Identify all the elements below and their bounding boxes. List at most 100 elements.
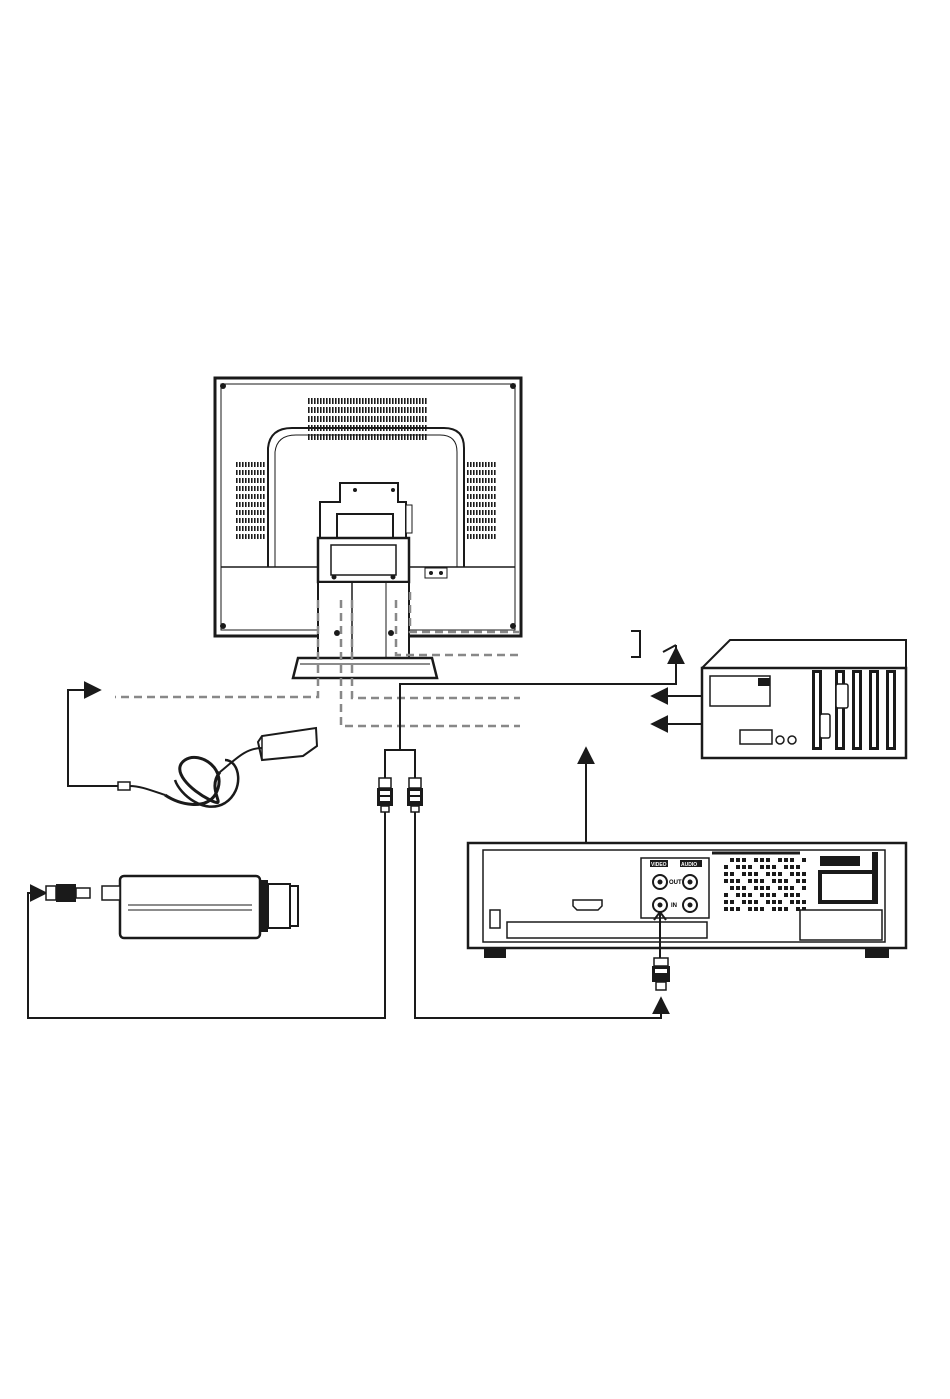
circuit-component (772, 900, 776, 904)
vent-slot (311, 425, 313, 431)
vent-slot (380, 407, 382, 413)
vent-slot (317, 407, 319, 413)
circuit-component (730, 900, 734, 904)
vent-slot (239, 470, 241, 475)
circuit-component (766, 865, 770, 869)
vent-slot (317, 425, 319, 431)
vent-slot (416, 416, 418, 422)
vent-slot (245, 526, 247, 531)
circuit-component (742, 900, 746, 904)
vent-slot (416, 407, 418, 413)
vent-slot (347, 434, 349, 440)
vent-slot (470, 518, 472, 523)
vent-slot (317, 434, 319, 440)
vent-slot (485, 534, 487, 539)
vent-slot (263, 518, 265, 523)
vcr-in-label: IN (671, 903, 677, 909)
vent-slot (257, 502, 259, 507)
circuit-component (724, 893, 728, 897)
circuit-component (778, 879, 782, 883)
vent-slot (320, 407, 322, 413)
vent-slot (419, 398, 421, 404)
vent-slot (323, 398, 325, 404)
vent-slot (476, 518, 478, 523)
vent-slot (248, 510, 250, 515)
vent-slot (494, 494, 496, 499)
vent-slot (413, 407, 415, 413)
vent-slot (491, 486, 493, 491)
vent-slot (473, 470, 475, 475)
circuit-component (784, 865, 788, 869)
vent-slot (338, 425, 340, 431)
vent-slot (416, 434, 418, 440)
circuit-component (724, 865, 728, 869)
vent-slot (413, 416, 415, 422)
vent-slot (383, 398, 385, 404)
vent-slot (404, 416, 406, 422)
circuit-component (802, 872, 806, 876)
vent-slot (353, 425, 355, 431)
vent-slot (314, 434, 316, 440)
vent-slot (422, 425, 424, 431)
vent-slot (320, 434, 322, 440)
vent-slot (251, 526, 253, 531)
vent-slot (260, 478, 262, 483)
vent-slot (254, 526, 256, 531)
vent-slot (404, 398, 406, 404)
circuit-component (724, 879, 728, 883)
vcr-video-label: VIDEO (651, 862, 667, 868)
vent-slot (491, 502, 493, 507)
vent-slot (248, 502, 250, 507)
vent-slot (371, 398, 373, 404)
vent-slot (308, 425, 310, 431)
vent-slot (257, 486, 259, 491)
vent-slot (488, 502, 490, 507)
vent-slot (260, 486, 262, 491)
vent-slot (251, 502, 253, 507)
vent-slot (260, 494, 262, 499)
vent-slot (467, 486, 469, 491)
circuit-component (748, 879, 752, 883)
vent-slot (470, 478, 472, 483)
vent-slot (377, 407, 379, 413)
circuit-component (754, 900, 758, 904)
vent-slot (491, 534, 493, 539)
vent-slot (494, 502, 496, 507)
vent-slot (473, 518, 475, 523)
vent-slot (359, 407, 361, 413)
vent-slot (236, 494, 238, 499)
vent-slot (479, 478, 481, 483)
vent-slot (254, 510, 256, 515)
vent-slot (263, 502, 265, 507)
vent-slot (239, 534, 241, 539)
circuit-component (736, 858, 740, 862)
vent-slot (389, 434, 391, 440)
vent-slot (332, 407, 334, 413)
vent-slot (374, 425, 376, 431)
vent-slot (251, 510, 253, 515)
vent-slot (386, 425, 388, 431)
vent-slot (467, 462, 469, 467)
vent-slot (383, 407, 385, 413)
vent-slot (326, 434, 328, 440)
vent-slot (371, 434, 373, 440)
vent-slot (485, 494, 487, 499)
vent-slot (323, 434, 325, 440)
vent-slot (236, 486, 238, 491)
circuit-component (760, 865, 764, 869)
vent-slot (344, 434, 346, 440)
vent-slot (242, 526, 244, 531)
vcr-audio-label: AUDIO (681, 862, 697, 868)
vent-slot (254, 494, 256, 499)
circuit-component (742, 893, 746, 897)
vent-slot (350, 407, 352, 413)
vent-slot (488, 486, 490, 491)
vent-slot (491, 470, 493, 475)
vent-slot (485, 478, 487, 483)
vent-slot (350, 425, 352, 431)
vent-slot (491, 478, 493, 483)
vent-slot (332, 398, 334, 404)
vent-slot (488, 462, 490, 467)
vent-slot (377, 398, 379, 404)
vent-slot (239, 526, 241, 531)
